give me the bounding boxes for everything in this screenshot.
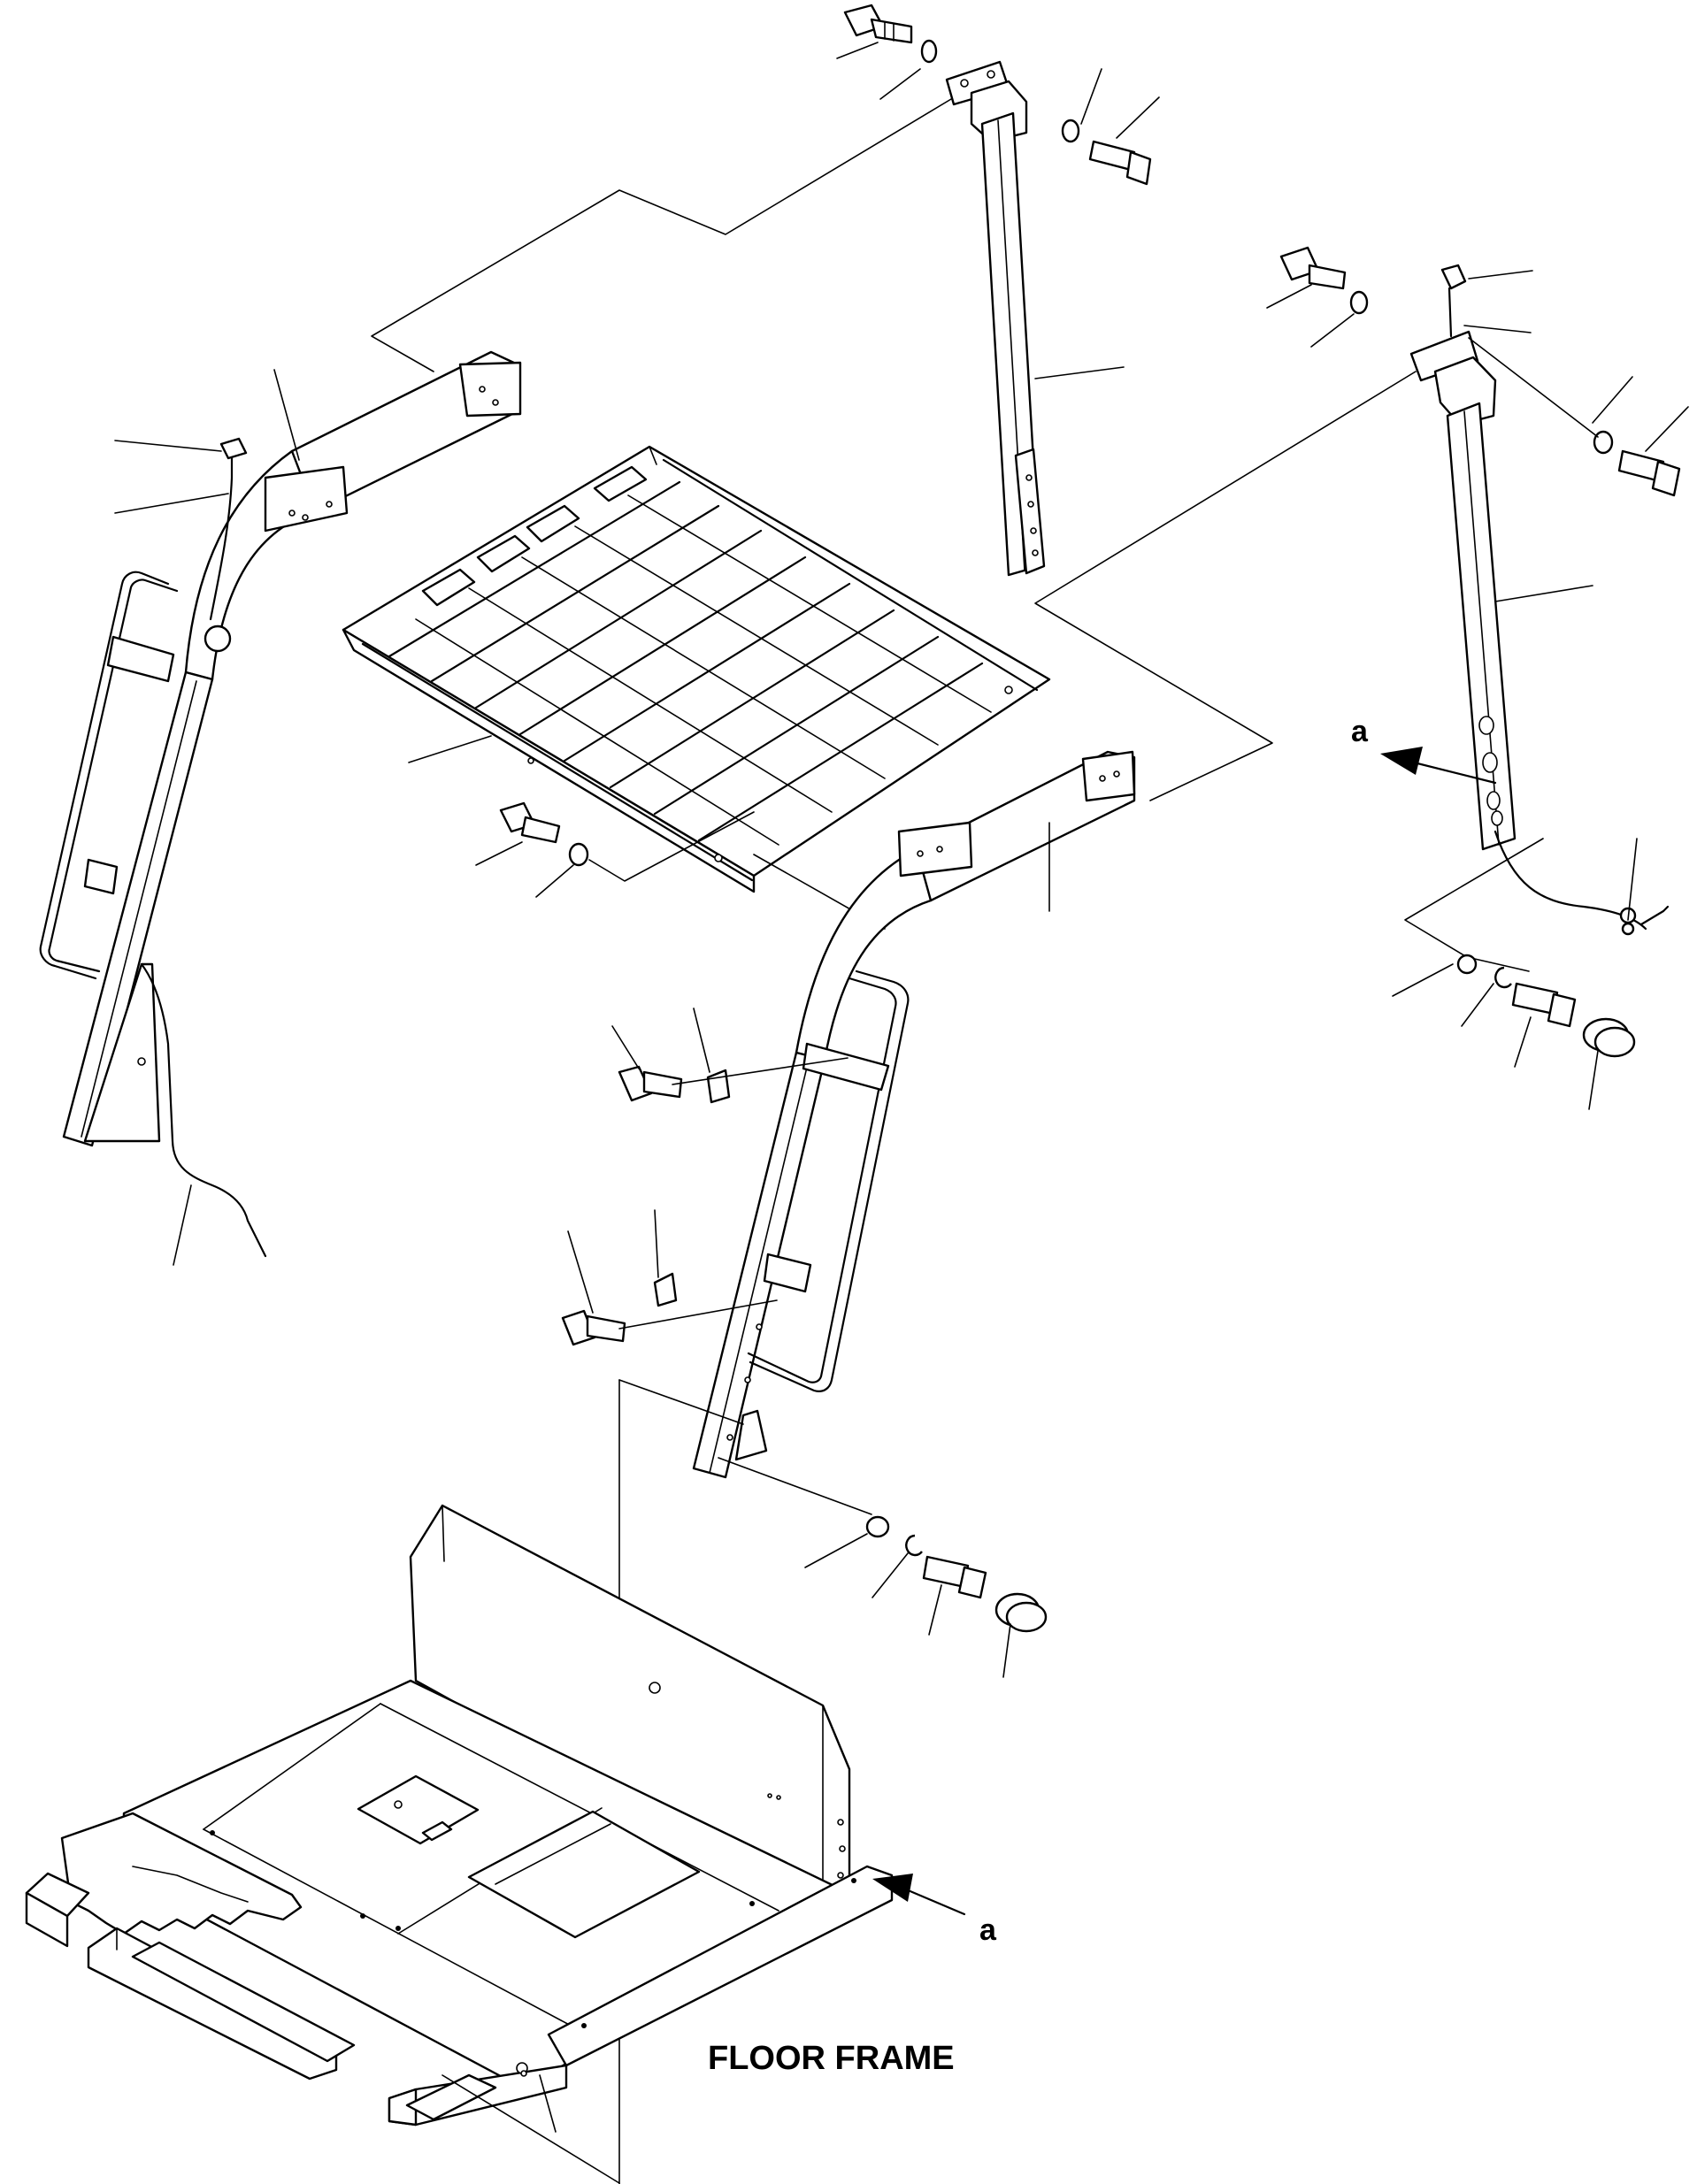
bolt-icon bbox=[1088, 140, 1152, 186]
rear-post-left bbox=[371, 4, 1160, 577]
bolt-icon bbox=[618, 1065, 683, 1102]
view-marker-a-bottom: a bbox=[979, 1913, 997, 1947]
grille-fasteners bbox=[475, 801, 755, 898]
snap-ring-icon bbox=[1494, 966, 1512, 989]
bolt-icon bbox=[561, 1309, 626, 1346]
rear-post-right bbox=[1034, 246, 1689, 1110]
snap-ring-icon bbox=[905, 1534, 923, 1557]
bolt-icon bbox=[1440, 264, 1467, 290]
view-arrow bbox=[904, 1888, 966, 1916]
cap-icon bbox=[1582, 1017, 1636, 1058]
washer-icon bbox=[568, 842, 589, 867]
view-arrow bbox=[1412, 761, 1497, 785]
washer-icon bbox=[1593, 430, 1614, 455]
floor-frame-title: FLOOR FRAME bbox=[708, 2040, 955, 2077]
washer-icon bbox=[865, 1515, 890, 1538]
floor-frame bbox=[25, 1504, 966, 2184]
washer-icon bbox=[1061, 119, 1080, 143]
right-side-frame bbox=[561, 750, 1136, 1678]
bracket-bolt-upper bbox=[611, 1008, 848, 1104]
bolt-icon bbox=[1279, 246, 1347, 290]
bolt-icon bbox=[843, 4, 913, 44]
washer-icon bbox=[1456, 954, 1478, 975]
bolt-icon bbox=[1511, 982, 1577, 1028]
washer-icon bbox=[920, 39, 938, 64]
bolt-icon bbox=[1617, 449, 1681, 497]
washer-icon bbox=[1349, 290, 1369, 315]
clip-icon bbox=[1619, 907, 1637, 936]
bracket-bolt-lower bbox=[561, 1209, 778, 1346]
bolt-icon bbox=[922, 1555, 987, 1599]
grille-guard bbox=[342, 445, 1051, 930]
view-marker-a-top: a bbox=[1351, 715, 1369, 748]
cap-icon bbox=[994, 1592, 1048, 1633]
left-side-frame bbox=[39, 350, 522, 1266]
knob-icon bbox=[219, 437, 248, 460]
bolt-icon bbox=[499, 801, 561, 844]
